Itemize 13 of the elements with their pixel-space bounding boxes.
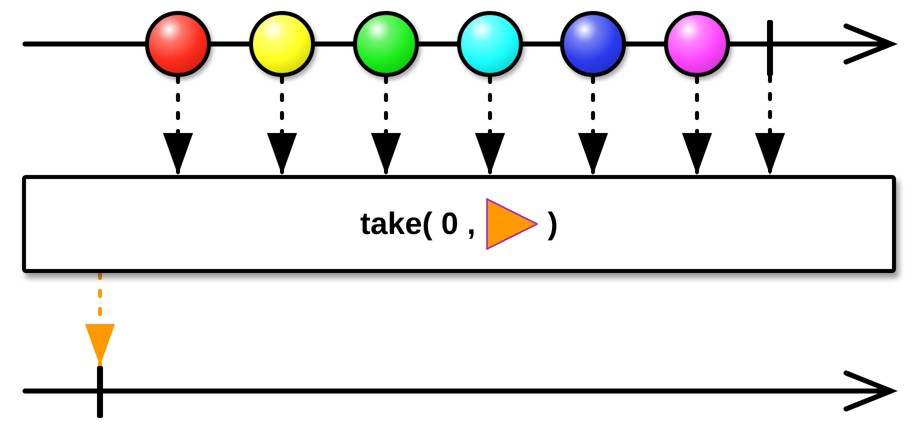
- operator-text: take( 0 ,: [360, 206, 476, 242]
- arrow: [755, 74, 785, 177]
- operator-box: [22, 175, 896, 273]
- arrow: [371, 75, 401, 177]
- arrow: [682, 75, 712, 177]
- closing-parenthesis: ): [548, 206, 558, 242]
- completion-tick: [97, 366, 103, 418]
- arrow: [163, 75, 193, 177]
- arrow: [578, 75, 608, 177]
- arrow: [85, 271, 115, 368]
- arrow: [267, 75, 297, 177]
- completion-tick: [767, 20, 773, 76]
- arrow: [475, 75, 505, 177]
